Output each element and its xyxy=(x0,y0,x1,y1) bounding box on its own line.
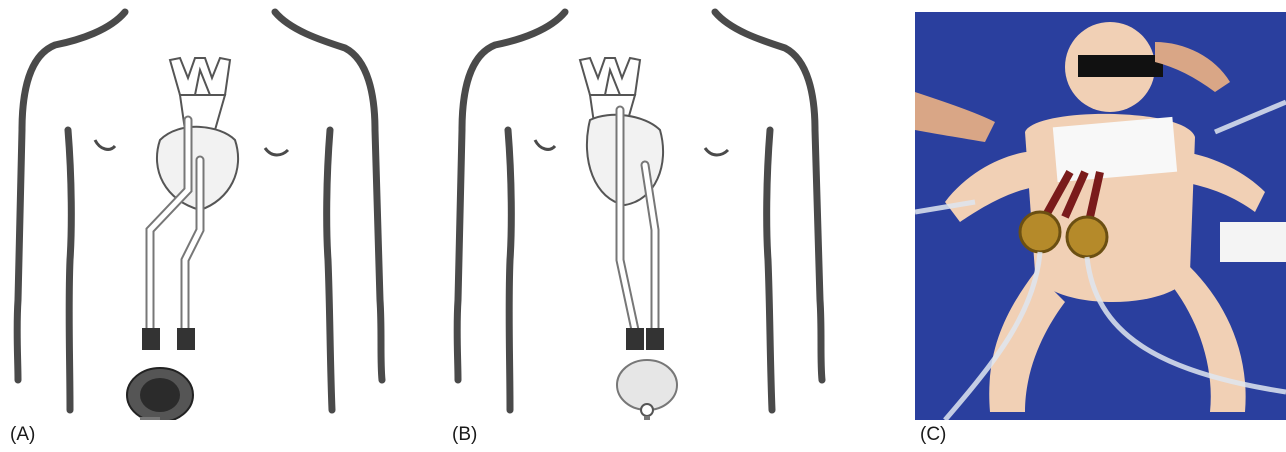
panel-a-illustration xyxy=(0,0,400,420)
panel-label-a: (A) xyxy=(10,424,35,446)
pump-outlet-b xyxy=(641,404,653,416)
connector-left-a xyxy=(142,328,160,350)
pump-right-photo xyxy=(1067,217,1107,257)
right-torso-outline xyxy=(767,130,772,410)
right-torso-outline xyxy=(327,130,332,410)
connector-right-b xyxy=(646,328,664,350)
panel-label-c: (C) xyxy=(920,424,946,446)
left-nipple xyxy=(535,140,555,149)
left-torso-outline xyxy=(68,130,71,410)
panel-c-photo xyxy=(915,12,1286,420)
connector-left-b xyxy=(626,328,644,350)
connector-right-a xyxy=(177,328,195,350)
great-vessels-a xyxy=(170,58,230,130)
pump-chamber-a xyxy=(140,378,180,412)
right-nipple xyxy=(705,148,728,155)
torso-drawing-a xyxy=(0,0,400,420)
torso-drawing-b xyxy=(440,0,840,420)
pump-housing-b xyxy=(617,360,677,410)
monitor-device xyxy=(1220,222,1286,262)
chest-dressing xyxy=(1053,117,1177,182)
left-torso-outline xyxy=(508,130,511,410)
right-nipple xyxy=(265,148,288,155)
panel-b-illustration xyxy=(440,0,840,420)
left-nipple xyxy=(95,140,115,149)
patient-photo xyxy=(915,12,1286,420)
panel-label-b: (B) xyxy=(452,424,477,446)
eye-bar xyxy=(1078,55,1163,77)
pump-left-photo xyxy=(1020,212,1060,252)
